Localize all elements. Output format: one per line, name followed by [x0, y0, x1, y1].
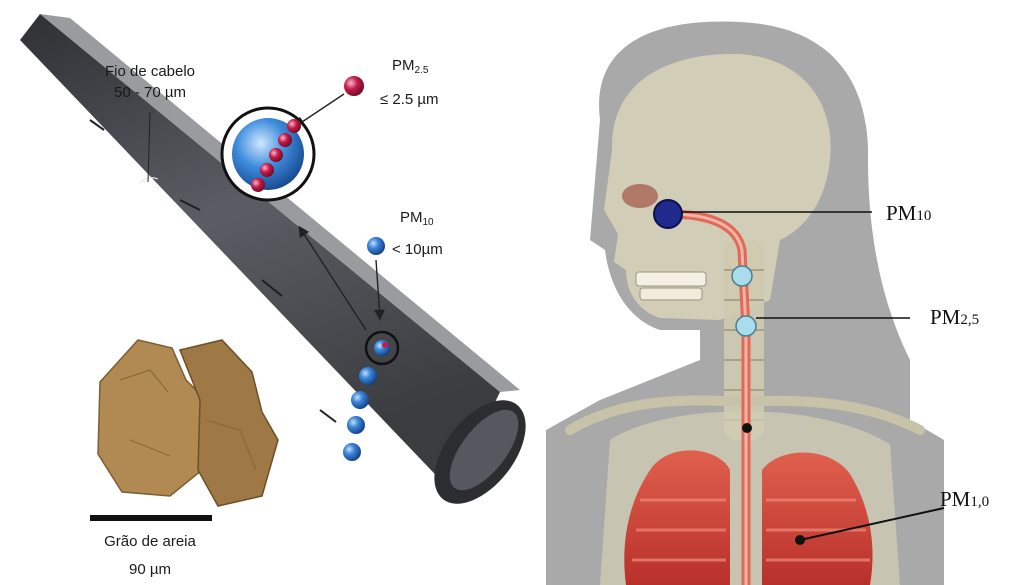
pm10-label-sub: 10 [423, 217, 435, 228]
pm1-right-main: PM [940, 487, 971, 511]
eye-socket [622, 184, 658, 208]
teeth [636, 272, 706, 300]
svg-text:PM2.5: PM2.5 [392, 57, 429, 76]
pm25-size: ≤ 2.5 µm [380, 91, 439, 108]
nasal-deposition-dot [654, 200, 682, 228]
sand-size: 90 µm [129, 561, 171, 578]
sand-label: Grão de areia [104, 533, 196, 550]
pm25-particle-group: PM2.5 ≤ 2.5 µm [296, 57, 439, 126]
scale-bar [90, 515, 212, 521]
pm25-arrow [296, 94, 344, 126]
pharynx-deposition-dot [732, 266, 752, 286]
pm25-label-sub: 2.5 [415, 65, 429, 76]
hair-label-line2: 50 - 70 µm [114, 84, 186, 101]
pm25-right-main: PM [930, 305, 961, 329]
pm10-size: < 10µm [392, 241, 443, 258]
svg-text:PM10: PM10 [400, 209, 434, 228]
pm10-label-main: PM [400, 209, 423, 226]
sand-scale: Grão de areia 90 µm [90, 515, 212, 578]
hair-label-line1: Fio de cabelo [105, 63, 195, 80]
magnified-view [222, 108, 314, 200]
pm25-particle [344, 76, 364, 96]
pm25-right-sub: 2,5 [960, 312, 979, 328]
sand-grain [98, 340, 278, 506]
pm1-right-sub: 1,0 [970, 494, 989, 510]
pm10-right-sub: 10 [916, 208, 931, 224]
pm25-label-main: PM [392, 57, 415, 74]
pm10-right-main: PM [886, 201, 917, 225]
larynx-deposition-dot [736, 316, 756, 336]
pm10-particle [367, 237, 385, 255]
trachea-deposition-dot [742, 423, 752, 433]
